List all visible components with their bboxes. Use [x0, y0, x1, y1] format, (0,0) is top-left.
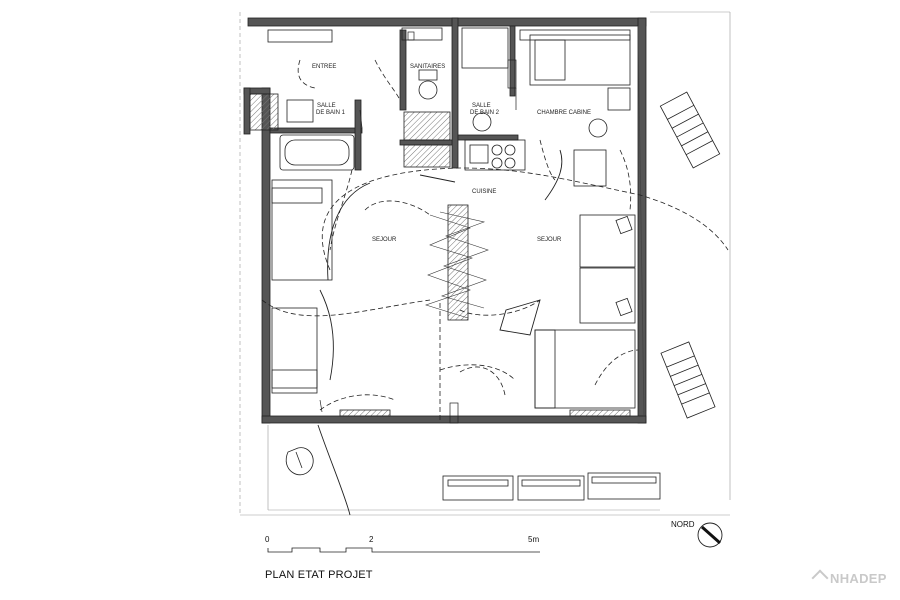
scale-label-five: 5m: [528, 535, 540, 544]
fixtures: [271, 34, 636, 409]
hatched-partitions: [249, 27, 509, 168]
site-lines: [239, 11, 731, 516]
scale-bar: [267, 547, 540, 553]
planters: [285, 447, 661, 501]
room-label-cuisine: CUISINE: [472, 189, 497, 195]
house-icon: [811, 569, 829, 587]
room-label-salle-bain-2-b: DE BAIN 2: [470, 110, 500, 116]
scale-label-zero: 0: [265, 535, 270, 544]
room-label-salle-bain-1-b: DE BAIN 1: [316, 110, 346, 116]
room-label-salle-bain-2-a: SALLE: [472, 103, 491, 109]
logo-text: NHADEP: [830, 571, 887, 586]
north-label: NORD: [671, 520, 695, 529]
dashed-curves: [261, 59, 729, 420]
stair-treads: [425, 211, 489, 319]
watermark-logo: NHADEP: [811, 569, 887, 587]
details: [319, 31, 517, 424]
plan-title: PLAN ETAT PROJET: [265, 569, 373, 581]
room-label-sejour-left: SEJOUR: [372, 237, 397, 243]
windows: [267, 25, 645, 417]
room-label-salle-bain-1-a: SALLE: [317, 103, 336, 109]
scale-label-two: 2: [369, 535, 374, 544]
north-arrow: [697, 522, 723, 548]
room-label-sejour-right: SEJOUR: [537, 237, 562, 243]
deck-chairs: [659, 91, 721, 419]
room-label-sanitaires: SANITAIRES: [410, 64, 446, 70]
walls: [243, 17, 647, 424]
room-label-chambre-cabine: CHAMBRE CABINE: [537, 110, 592, 116]
room-label-entree: ENTREE: [312, 64, 337, 70]
solid-curves: [317, 149, 563, 516]
